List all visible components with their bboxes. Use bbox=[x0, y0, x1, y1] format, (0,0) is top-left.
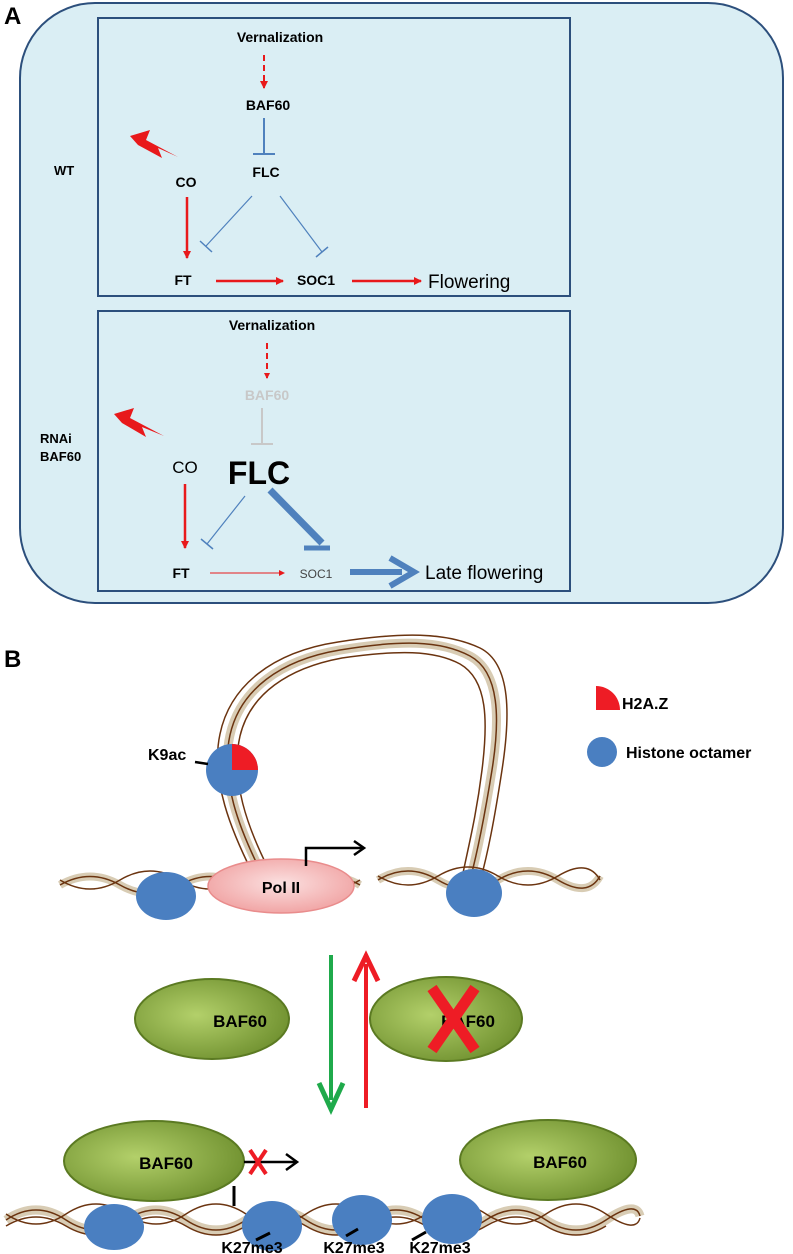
rnai-baf60: BAF60 bbox=[245, 387, 290, 403]
bottom-histone-3 bbox=[332, 1195, 392, 1245]
wt-flc-ft-inhibit-bar bbox=[199, 240, 213, 253]
middle-baf60-left bbox=[134, 978, 290, 1060]
bottom-k27-1: K27me3 bbox=[221, 1240, 282, 1254]
panel-a-label: A bbox=[4, 3, 21, 30]
rnai-side-label-1: RNAi bbox=[40, 431, 72, 446]
panel-a-background bbox=[19, 2, 784, 604]
tss-arrow-line bbox=[304, 846, 362, 866]
legend-histone: Histone octamer bbox=[626, 745, 751, 762]
rnai-late-arrow-head bbox=[388, 555, 420, 589]
wt-vernalization: Vernalization bbox=[237, 29, 323, 45]
rnai-flc-soc1-inhibit-thick bbox=[267, 487, 325, 546]
wt-flc-soc1-inhibit bbox=[279, 195, 323, 253]
bottom-baf60-left-label: BAF60 bbox=[139, 1154, 193, 1173]
top-h2az-quadrant bbox=[232, 744, 258, 770]
top-pol2: Pol II bbox=[262, 880, 300, 897]
rnai-vernalization: Vernalization bbox=[229, 317, 315, 333]
tss-arrow-head bbox=[353, 839, 367, 857]
wt-flc: FLC bbox=[252, 164, 279, 180]
bottom-k27-2: K27me3 bbox=[323, 1240, 384, 1254]
wt-co: CO bbox=[176, 174, 197, 190]
h2az-legend-icon bbox=[596, 686, 620, 710]
wt-soc1: SOC1 bbox=[297, 272, 335, 288]
rnai-light-icon bbox=[114, 408, 164, 437]
wt-box bbox=[97, 17, 571, 297]
bottom-histone-1 bbox=[84, 1204, 144, 1250]
k27-tick-2 bbox=[345, 1227, 359, 1238]
bottom-tss-block-x-icon bbox=[248, 1148, 268, 1176]
rnai-soc1: SOC1 bbox=[300, 567, 333, 581]
wt-flc-ft-inhibit bbox=[205, 195, 253, 247]
red-up-arrow-head bbox=[351, 950, 381, 983]
histone-legend-icon bbox=[587, 737, 617, 767]
bottom-baf60-right bbox=[459, 1119, 637, 1201]
panel-b-label: B bbox=[4, 646, 21, 673]
top-histone-left bbox=[136, 872, 196, 920]
k9ac-tick bbox=[194, 760, 209, 766]
wt-baf60: BAF60 bbox=[246, 97, 291, 113]
rnai-late-flowering: Late flowering bbox=[425, 563, 543, 584]
wt-ft: FT bbox=[174, 272, 192, 288]
k27-tick-3 bbox=[411, 1230, 427, 1242]
wt-side-label: WT bbox=[54, 163, 74, 178]
middle-baf60-right bbox=[369, 976, 523, 1062]
legend-h2az: H2A.Z bbox=[622, 696, 668, 713]
bottom-baf60-right-label: BAF60 bbox=[533, 1153, 587, 1172]
bottom-tss-arrow-head bbox=[285, 1152, 300, 1172]
pol2 bbox=[207, 858, 355, 914]
top-k9ac: K9ac bbox=[148, 747, 186, 764]
k27-tick-1 bbox=[255, 1231, 271, 1242]
bottom-histone-4 bbox=[422, 1194, 482, 1244]
middle-baf60-left-label: BAF60 bbox=[213, 1012, 267, 1031]
green-down-arrow-head bbox=[316, 1081, 346, 1115]
baf60-loss-x-icon bbox=[427, 984, 480, 1054]
top-histone-right bbox=[446, 869, 502, 917]
rnai-box bbox=[97, 310, 571, 592]
rnai-flc: FLC bbox=[228, 455, 290, 491]
wt-flowering: Flowering bbox=[428, 272, 510, 293]
rnai-flc-ft-inhibit-bar bbox=[200, 538, 214, 550]
rnai-co: CO bbox=[172, 458, 198, 477]
top-dna-loop bbox=[216, 634, 508, 883]
rnai-side-label-2: BAF60 bbox=[40, 449, 81, 464]
rnai-ft: FT bbox=[172, 565, 190, 581]
wt-light-icon bbox=[130, 130, 178, 158]
bottom-k27-3: K27me3 bbox=[409, 1240, 470, 1254]
rnai-flc-ft-inhibit bbox=[206, 495, 246, 545]
wt-flc-soc1-inhibit-bar bbox=[315, 246, 329, 258]
